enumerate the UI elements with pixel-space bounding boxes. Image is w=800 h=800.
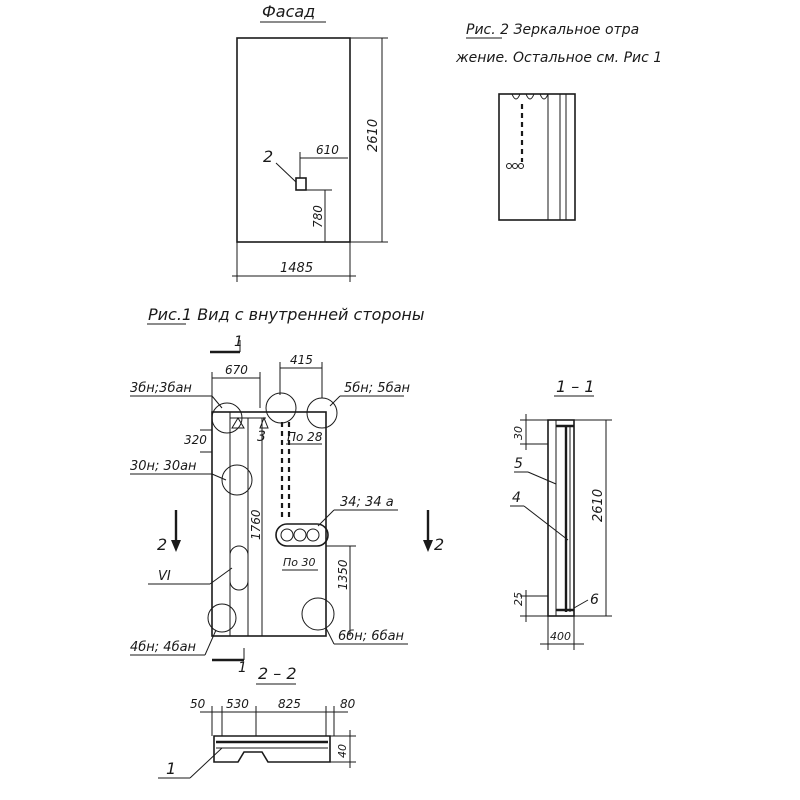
- section-1-1-dim-400: 400: [550, 630, 571, 643]
- fig1-label-5bn: 5бн; 5бан: [344, 381, 411, 396]
- facade-view: Фасад 2 610 780 2610 1485: [232, 2, 388, 282]
- facade-opening: [295, 177, 307, 191]
- section-2-2: 2 – 2 50 530 825 80 40 1: [158, 664, 356, 779]
- fig1-section-2-right: 2: [434, 535, 444, 554]
- facade-dim-1485: 1485: [280, 261, 313, 276]
- fig1-circle-mid: [265, 392, 297, 424]
- fig1-label-30n: 30н; 30ан: [130, 459, 197, 474]
- section-1-1-label-6: 6: [590, 592, 599, 608]
- fig2-caption-line2: жение. Остальное см. Рис 1: [455, 50, 662, 66]
- fig1-label-3bn: 3бн;3бан: [130, 381, 192, 396]
- fig1-caption: Рис.1 Вид с внутренней стороны: [148, 305, 424, 324]
- fig1-circle-4bn: [207, 603, 237, 633]
- fig2-caption-line1: Рис. 2 Зеркальное отра: [466, 22, 639, 38]
- facade-callout-2: 2: [263, 147, 273, 166]
- fig1-dim-415: 415: [290, 353, 313, 367]
- facade-dim-610: 610: [316, 143, 339, 157]
- fig1-circle-6bn: [301, 597, 335, 631]
- fig1-label-vi: VI: [158, 569, 171, 584]
- section-1-1: 1 – 1 30 2610 25 400 5 4 6: [510, 377, 612, 650]
- facade-dim-780: 780: [311, 205, 325, 228]
- section-2-2-dim-530: 530: [226, 697, 249, 711]
- fig1-label-po30: По 30: [283, 556, 316, 569]
- section-2-2-profile: [213, 735, 331, 763]
- fig1-panel-outline: [211, 411, 327, 637]
- fig1-circle-30n: [221, 464, 253, 496]
- section-1-1-dim-25: 25: [512, 592, 525, 606]
- fig1-section-mark-top: 1: [234, 334, 243, 350]
- fig1-label-4bn: 4бн; 4бан: [130, 640, 197, 655]
- fig1-slot: [275, 523, 329, 547]
- fig1-label-34: 34; 34 а: [340, 495, 394, 510]
- section-2-2-dim-825: 825: [278, 697, 301, 711]
- fig1-view: Рис.1 Вид с внутренней стороны 1: [130, 305, 444, 676]
- facade-dim-2610: 2610: [366, 119, 381, 152]
- section-1-1-title: 1 – 1: [556, 377, 595, 396]
- fig1-dim-670: 670: [225, 363, 248, 377]
- fig2-view: Рис. 2 Зеркальное отра жение. Остальное …: [455, 22, 662, 221]
- section-2-2-label-1: 1: [166, 759, 176, 778]
- fig1-label-po28: По 28: [287, 430, 323, 444]
- fig1-section-2-left: 2: [157, 535, 167, 554]
- section-1-1-dim-30: 30: [512, 426, 525, 440]
- section-2-2-title: 2 – 2: [258, 664, 297, 683]
- fig1-section-mark-bottom: 1: [238, 660, 247, 676]
- fig1-dim-1350: 1350: [336, 559, 350, 590]
- section-1-1-outline: [547, 419, 575, 617]
- section-1-1-label-5: 5: [514, 456, 523, 472]
- section-2-2-dim-50: 50: [190, 697, 206, 711]
- fig1-circle-3bn: [211, 402, 243, 434]
- fig1-label-6bn: 6бн; 6бан: [338, 629, 405, 644]
- fig1-label-3: 3: [257, 429, 266, 445]
- section-2-2-dim-80: 80: [340, 697, 356, 711]
- section-1-1-dim-2610: 2610: [591, 489, 606, 522]
- section-2-2-dim-40: 40: [336, 744, 349, 758]
- fig1-circle-5bn: [306, 397, 338, 429]
- fig1-oval-opening: [229, 545, 249, 591]
- section-1-1-label-4: 4: [512, 490, 521, 506]
- facade-panel-outline: [236, 37, 351, 243]
- fig2-panel-outline: [498, 93, 576, 221]
- fig1-dim-1760: 1760: [249, 509, 263, 540]
- facade-title: Фасад: [262, 2, 315, 21]
- fig1-dim-320: 320: [184, 433, 207, 447]
